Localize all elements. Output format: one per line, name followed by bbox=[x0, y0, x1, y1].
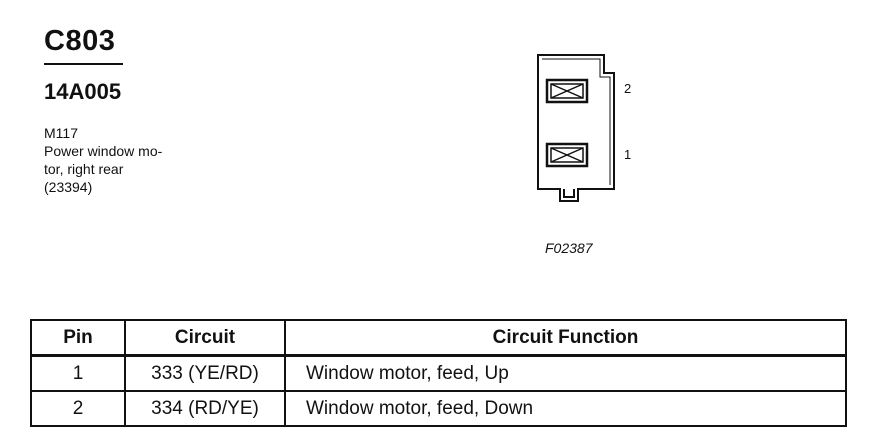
connector-housing-inner-edge bbox=[542, 58, 611, 185]
cell-circuit-function: Window motor, feed, Up bbox=[284, 354, 847, 392]
pin-label-1: 1 bbox=[624, 147, 632, 162]
connector-id: C803 bbox=[44, 25, 116, 57]
figure-code: F02387 bbox=[545, 240, 593, 256]
title-underline bbox=[44, 63, 123, 65]
cell-pin: 2 bbox=[30, 390, 126, 427]
pin-label-2: 2 bbox=[624, 81, 632, 96]
header-circuit: Circuit bbox=[124, 319, 286, 357]
component-description-line: (23394) bbox=[44, 179, 93, 195]
pin-1-terminal-icon bbox=[545, 142, 589, 168]
header-pin: Pin bbox=[30, 319, 126, 357]
component-info: M117 Power window mo- tor, right rear (2… bbox=[44, 124, 204, 196]
table-header-row: Pin Circuit Circuit Function bbox=[30, 319, 847, 357]
component-code: M117 bbox=[44, 125, 78, 141]
cell-circuit-function: Window motor, feed, Down bbox=[284, 390, 847, 427]
header-circuit-function: Circuit Function bbox=[284, 319, 847, 357]
pin-2-terminal-icon bbox=[545, 78, 589, 104]
table-row: 1 333 (YE/RD) Window motor, feed, Up bbox=[30, 354, 847, 392]
cell-circuit: 333 (YE/RD) bbox=[124, 354, 286, 392]
locking-tab bbox=[559, 189, 579, 202]
table-row: 2 334 (RD/YE) Window motor, feed, Down bbox=[30, 390, 847, 427]
part-number: 14A005 bbox=[44, 79, 122, 104]
component-description-line: tor, right rear bbox=[44, 161, 124, 177]
component-description-line: Power window mo- bbox=[44, 143, 163, 159]
cell-pin: 1 bbox=[30, 354, 126, 392]
cell-circuit: 334 (RD/YE) bbox=[124, 390, 286, 427]
pin-table: Pin Circuit Circuit Function 1 333 (YE/R… bbox=[30, 319, 847, 427]
connector-face-diagram bbox=[537, 54, 615, 202]
